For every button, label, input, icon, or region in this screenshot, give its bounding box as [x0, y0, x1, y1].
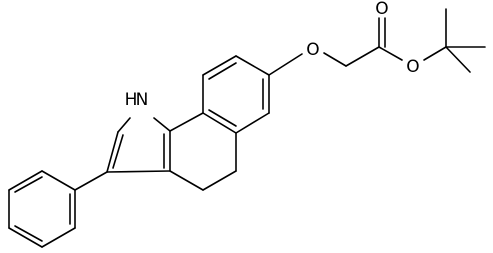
bond — [235, 112, 270, 134]
double-bond-inner — [14, 225, 43, 242]
bond — [169, 170, 204, 191]
phenyl-ring — [8, 170, 76, 248]
bond — [106, 131, 119, 173]
bond — [235, 55, 270, 76]
bond — [323, 52, 347, 67]
benzene-ring — [202, 55, 270, 134]
ester-side-chain — [268, 8, 486, 76]
double-bond-inner — [14, 176, 43, 193]
bond — [8, 170, 43, 191]
bond — [268, 53, 303, 76]
bond — [41, 170, 76, 191]
bond — [106, 170, 171, 173]
bond — [202, 170, 237, 191]
bond — [345, 46, 380, 67]
atom-label-h: H — [125, 90, 138, 110]
bond — [169, 112, 204, 132]
bond — [202, 55, 237, 76]
dihydro-ring — [169, 112, 237, 191]
double-bond-inner — [208, 62, 237, 80]
bond — [445, 46, 471, 73]
double-bond-inner — [208, 109, 237, 127]
bond — [8, 227, 43, 248]
atom-label-ester-oxygen: O — [406, 57, 419, 77]
bond — [41, 227, 76, 248]
pyrrole-ring — [106, 117, 171, 173]
bond — [378, 46, 403, 61]
bond-phenyl-to-pyrrole — [74, 171, 108, 191]
atom-nh: H N — [125, 90, 149, 110]
bond — [117, 117, 131, 133]
double-bond-inner — [112, 134, 124, 169]
bond — [153, 117, 171, 132]
atom-label-ether-oxygen: O — [306, 40, 319, 60]
bond — [423, 46, 447, 61]
atom-label-n: N — [136, 90, 149, 110]
atom-label-carbonyl-oxygen: O — [375, 0, 388, 19]
bond — [202, 112, 237, 134]
